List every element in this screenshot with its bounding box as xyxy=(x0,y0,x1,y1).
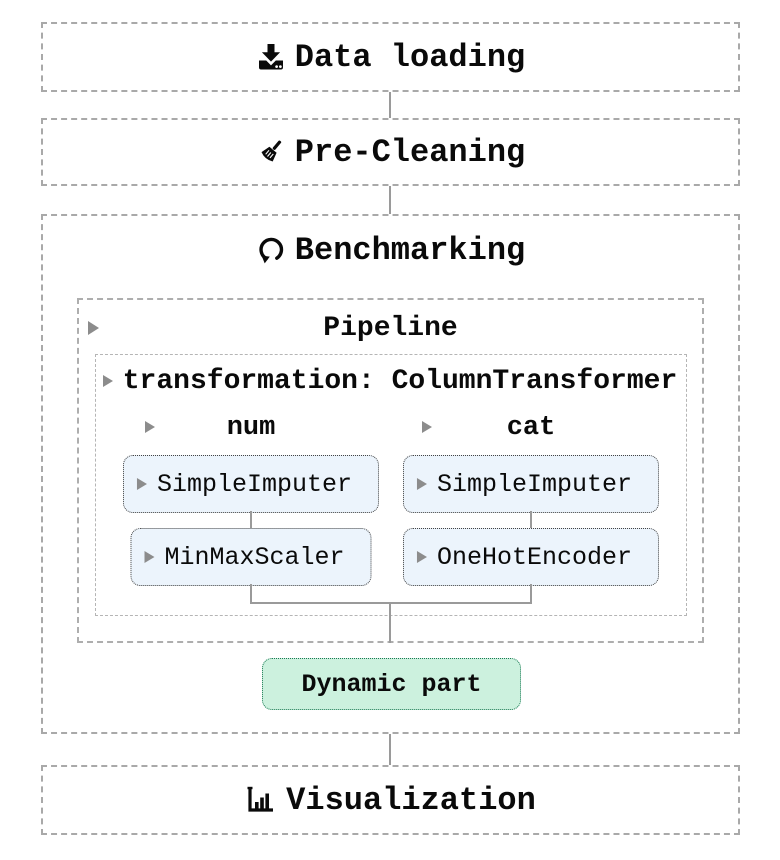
pipeline-expand-toggle-icon[interactable] xyxy=(88,321,99,335)
connector-line xyxy=(389,186,391,214)
column-num-expand-toggle-icon[interactable] xyxy=(145,421,155,433)
dynamic-part-box: Dynamic part xyxy=(262,658,521,710)
estimator-box-minmax-scaler[interactable]: MinMaxScaler xyxy=(130,528,372,586)
column-cat: cat SimpleImputer OneHotEncoder xyxy=(400,413,662,586)
connector-line xyxy=(389,734,391,765)
estimator-label: OneHotEncoder xyxy=(436,542,633,572)
stage-label: Visualization xyxy=(286,781,536,819)
stage-pre-cleaning: Pre-Cleaning xyxy=(41,118,740,186)
estimator-box-onehot-encoder[interactable]: OneHotEncoder xyxy=(402,528,660,586)
estimator-box-simple-imputer-cat[interactable]: SimpleImputer xyxy=(402,455,660,513)
stage-label: Pre-Cleaning xyxy=(294,133,526,171)
estimator-expand-toggle-icon[interactable] xyxy=(144,551,155,563)
estimator-expand-toggle-icon[interactable] xyxy=(416,551,427,563)
benchmarking-title-row: Benchmarking xyxy=(41,228,740,272)
connector-line xyxy=(250,584,252,604)
pipeline-title-label: Pipeline xyxy=(323,312,458,344)
column-name-label: cat xyxy=(506,413,556,443)
dynamic-part-label: Dynamic part xyxy=(301,669,482,699)
column-cat-expand-toggle-icon[interactable] xyxy=(422,421,432,433)
estimator-label: SimpleImputer xyxy=(156,469,353,499)
broom-icon xyxy=(256,137,286,167)
pipeline-title: Pipeline xyxy=(77,310,704,346)
column-transformer-header: transformation: ColumnTransformer xyxy=(95,365,687,397)
download-icon xyxy=(256,42,286,72)
transformer-expand-toggle-icon[interactable] xyxy=(103,375,113,387)
stage-label: Benchmarking xyxy=(294,231,526,269)
connector-line xyxy=(530,511,532,528)
connector-line xyxy=(530,584,532,604)
stage-label: Data loading xyxy=(294,38,526,76)
column-header-cat: cat xyxy=(400,413,662,443)
bar-chart-icon xyxy=(245,785,277,815)
loop-arrow-icon xyxy=(256,235,286,265)
stage-visualization: Visualization xyxy=(41,765,740,835)
estimator-label: SimpleImputer xyxy=(436,469,633,499)
column-transformer-title: transformation: ColumnTransformer xyxy=(122,365,678,397)
connector-line xyxy=(250,511,252,528)
column-header-num: num xyxy=(123,413,379,443)
estimator-expand-toggle-icon[interactable] xyxy=(136,478,147,490)
column-num: num SimpleImputer MinMaxScaler xyxy=(122,413,380,586)
estimator-box-simple-imputer-num[interactable]: SimpleImputer xyxy=(122,455,380,513)
stage-data-loading: Data loading xyxy=(41,22,740,92)
connector-line xyxy=(250,602,532,604)
estimator-label: MinMaxScaler xyxy=(164,542,345,572)
estimator-expand-toggle-icon[interactable] xyxy=(416,478,427,490)
connector-line xyxy=(389,92,391,118)
column-name-label: num xyxy=(226,413,276,443)
connector-line xyxy=(389,604,391,643)
